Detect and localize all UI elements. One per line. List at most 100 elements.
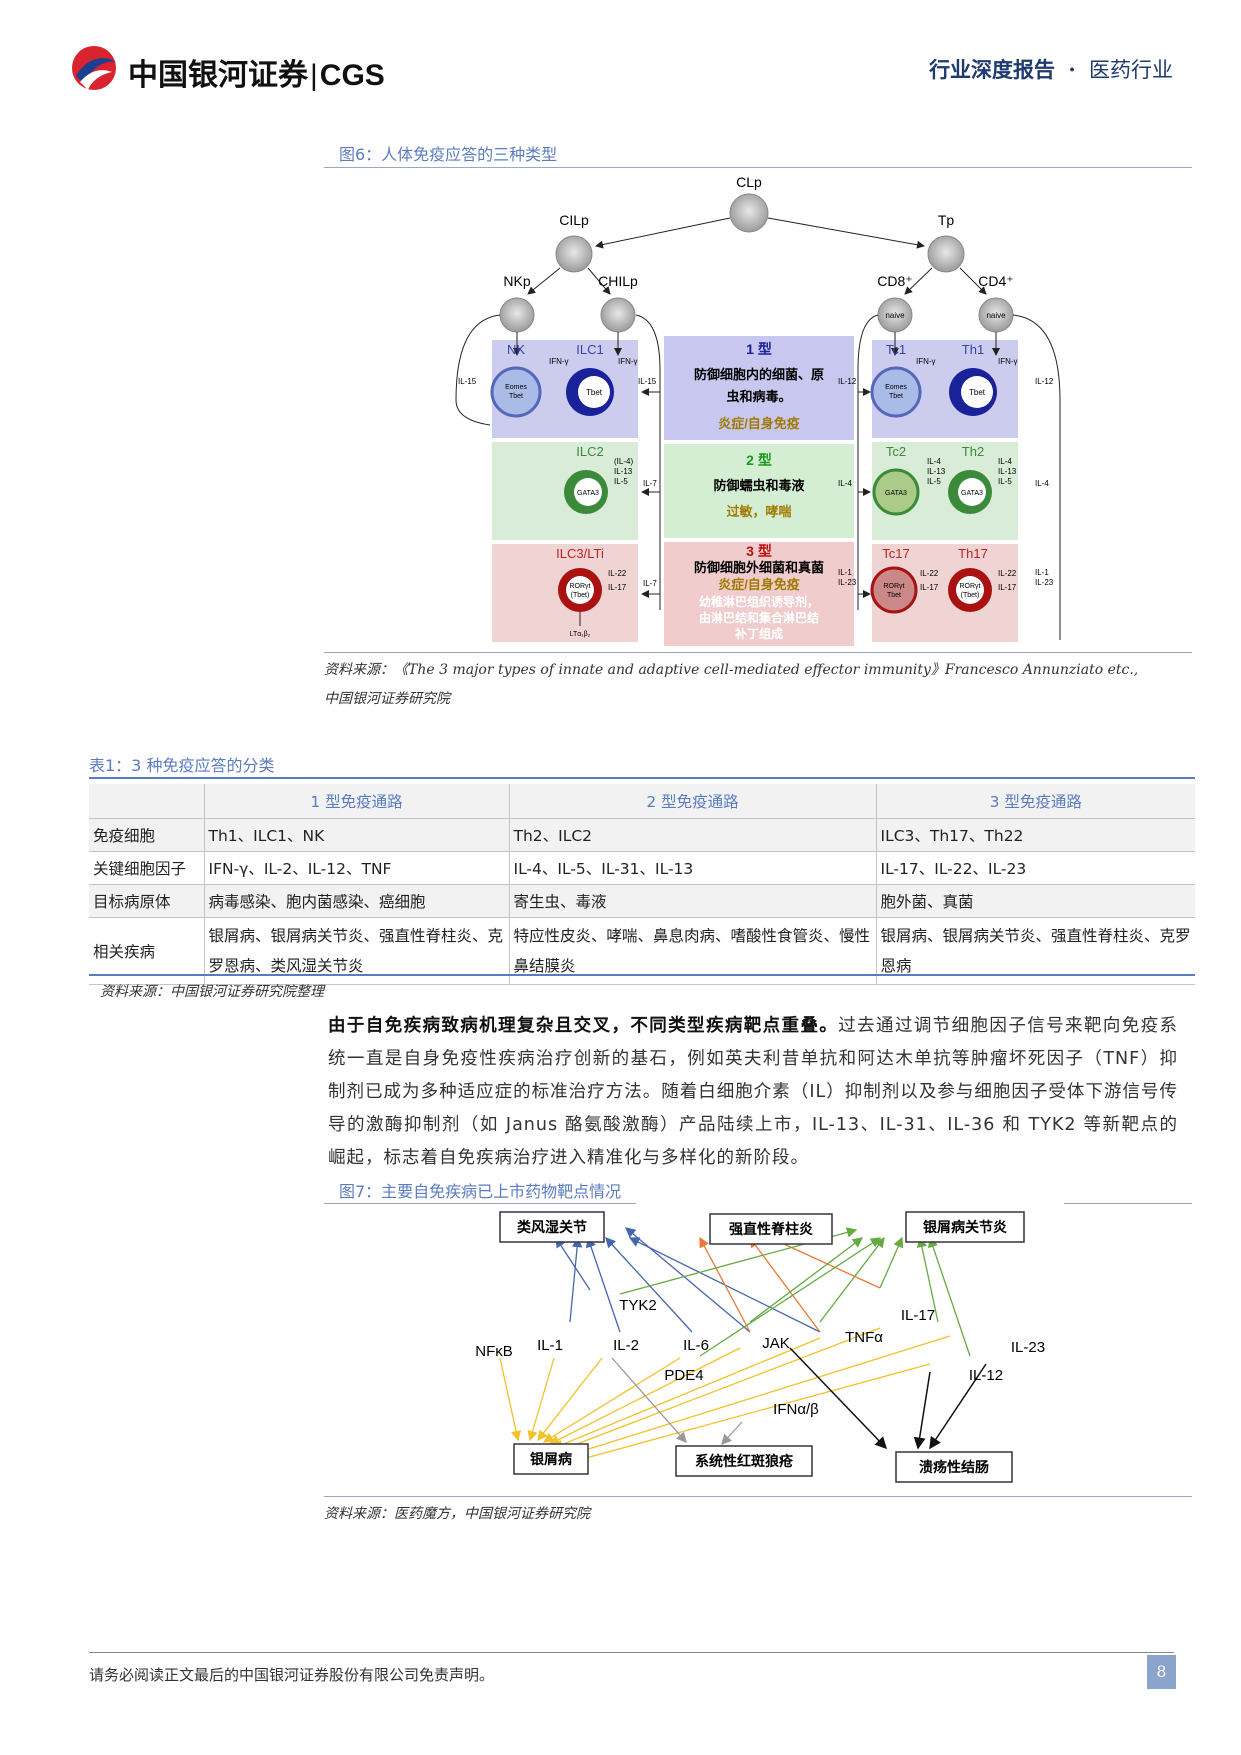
brand-cn: 中国银河证券 [128, 59, 308, 92]
type3-desc: 防御细胞外细菌和真菌 [694, 560, 824, 575]
figure7-source: 资料来源：医药魔方，中国银河证券研究院 [324, 1506, 590, 1522]
th17-label: Th17 [958, 546, 988, 561]
chilp-cell [600, 297, 636, 333]
target-tyk2: TYK2 [619, 1297, 657, 1314]
figure7-bottom-rule [324, 1496, 1192, 1497]
th1-tbet: Tbet [969, 388, 986, 397]
th17-tbet: (Tbet) [961, 592, 980, 599]
ilc3-il17: IL-17 [608, 583, 627, 592]
target-pde4: PDE4 [664, 1367, 703, 1384]
tc17-ror: RORγt [884, 583, 905, 590]
row2-il4-right: IL-4 [1035, 479, 1049, 488]
target-il2: IL-2 [613, 1337, 639, 1354]
type3-tag: 炎症/自身免疫 [718, 577, 800, 592]
brand-name: 中国银河证券|CGS [128, 50, 385, 94]
target-il6: IL-6 [683, 1337, 709, 1354]
nkp-cell [499, 297, 535, 333]
tc2-il5: IL-5 [927, 477, 941, 486]
cd8-naive-label: naive [885, 311, 905, 320]
nk-ifn: IFN-γ [549, 357, 569, 366]
ilc2-il5: IL-5 [614, 477, 628, 486]
ra-box [499, 1211, 605, 1243]
report-header: 行业深度报告 · 医药行业 [929, 54, 1173, 84]
tc1-eomes: Eomes [885, 384, 907, 391]
target-tnfa: TNFα [845, 1329, 883, 1346]
nk-tbet: Tbet [509, 393, 523, 400]
tc1-label: Tc1 [886, 342, 906, 357]
th1-label: Th1 [962, 342, 984, 357]
paragraph-lead: 由于自免疾病致病机理复杂且交叉，不同类型疾病靶点重叠。 [328, 1016, 839, 1036]
cilp-label: CILp [559, 212, 589, 228]
row-label: 关键细胞因子 [89, 851, 205, 885]
ilc2-il4: (IL-4) [614, 457, 633, 466]
immune-response-diagram: CLp CILp Tp NKp CHILp CD8⁺ naive CD4⁺ na… [455, 174, 1061, 646]
table1-caption: 表1：3 种免疫应答的分类 [89, 756, 275, 775]
table-header-empty [89, 784, 205, 819]
page-number: 8 [1147, 1655, 1176, 1689]
table-cell: ILC3、Th17、Th22 [876, 818, 1195, 852]
figure7-caption: 图7：主要自免疾病已上市药物靶点情况 [339, 1182, 622, 1201]
th2-il4: IL-4 [998, 457, 1012, 466]
ilc3-il22: IL-22 [608, 569, 627, 578]
target-il23: IL-23 [1011, 1339, 1045, 1356]
cilp-cell [555, 235, 593, 273]
row3-il7: IL-7 [643, 579, 657, 588]
brand-logo: 中国银河证券|CGS [70, 44, 410, 92]
target-ifn: IFNα/β [773, 1401, 819, 1418]
ilc2-label: ILC2 [576, 444, 603, 459]
figure6-top-rule [324, 167, 1192, 168]
ilc2-il13: IL-13 [614, 467, 633, 476]
nk-cell [490, 366, 542, 418]
tc2-il13: IL-13 [927, 467, 946, 476]
row3-il1-right: IL-1 [1035, 568, 1049, 577]
chilp-label: CHILp [598, 273, 638, 289]
type2-desc: 防御蠕虫和毒液 [713, 478, 804, 493]
tc17-label: Tc17 [882, 546, 909, 561]
table-cell: 特应性皮炎、哮喘、鼻息肉病、嗜酸性食管炎、慢性鼻结膜炎 [509, 917, 877, 985]
table1-bottom-rule [89, 974, 1195, 976]
footer-disclaimer: 请务必阅读正文最后的中国银河证券股份有限公司免责声明。 [89, 1666, 495, 1684]
cd4-naive-label: naive [986, 311, 1006, 320]
brand-en: CGS [319, 59, 385, 92]
type3-box [664, 542, 854, 646]
nk-eomes: Eomes [505, 384, 527, 391]
tc1-ifn: IFN-γ [916, 357, 936, 366]
th2-il13: IL-13 [998, 467, 1017, 476]
as-box [709, 1213, 833, 1245]
tc2-gata3: GATA3 [885, 490, 907, 497]
tc1-cell [870, 366, 922, 418]
as-label: 强直性脊柱炎 [729, 1221, 813, 1237]
table1-source: 资料来源：中国银河证券研究院整理 [100, 984, 324, 1000]
cd4-label: CD4⁺ [978, 273, 1013, 289]
uc-label: 溃疡性结肠 [919, 1459, 989, 1475]
row-label: 目标病原体 [89, 884, 205, 918]
ilc3-tbet: (Tbet) [571, 592, 590, 599]
table-row: 目标病原体 病毒感染、胞内菌感染、癌细胞 寄生虫、毒液 胞外菌、真菌 [89, 884, 1195, 918]
table-header-type3: 3 型免疫通路 [876, 784, 1195, 819]
tc1-tbet: Tbet [889, 393, 903, 400]
table-cell: Th1、ILC1、NK [204, 818, 510, 852]
tc2-cell [872, 468, 920, 516]
target-nfkb: NFκB [475, 1343, 513, 1360]
table-header-row: 1 型免疫通路 2 型免疫通路 3 型免疫通路 [89, 784, 1195, 819]
row3-il23-right: IL-23 [1035, 578, 1054, 587]
table-row: 相关疾病 银屑病、银屑病关节炎、强直性脊柱炎、克罗恩病、类风湿关节炎 特应性皮炎… [89, 917, 1195, 985]
th17-il17: IL-17 [998, 583, 1017, 592]
drug-target-network: 类风湿关节 强直性脊柱炎 银屑病关节炎 银屑病 系统性红斑狼疮 溃疡性结肠 TY… [475, 1211, 1045, 1483]
tc17-il22: IL-22 [920, 569, 939, 578]
type1-tag: 炎症/自身免疫 [718, 416, 800, 431]
ilc1-tbet: Tbet [586, 388, 603, 397]
type3-title: 3 型 [746, 543, 772, 559]
table-cell: 银屑病、银屑病关节炎、强直性脊柱炎、克罗恩病 [876, 917, 1195, 985]
clp-cell [729, 193, 769, 233]
type3-extra-line1: 幼稚淋巴组织诱导剂， [699, 594, 819, 609]
sle-box [675, 1445, 813, 1477]
row1-il12-right: IL-12 [1035, 377, 1054, 386]
figure6-source-line2: 中国银河证券研究院 [324, 691, 450, 707]
tc17-tbet: Tbet [887, 592, 901, 599]
figure6-caption: 图6：人体免疫应答的三种类型 [339, 145, 558, 164]
target-il12: IL-12 [969, 1367, 1003, 1384]
figure6-source-line1: 资料来源：《The 3 major types of innate and ad… [324, 662, 1139, 678]
sle-label: 系统性红斑狼疮 [695, 1453, 793, 1469]
row1-il15-left: IL-15 [458, 377, 477, 386]
